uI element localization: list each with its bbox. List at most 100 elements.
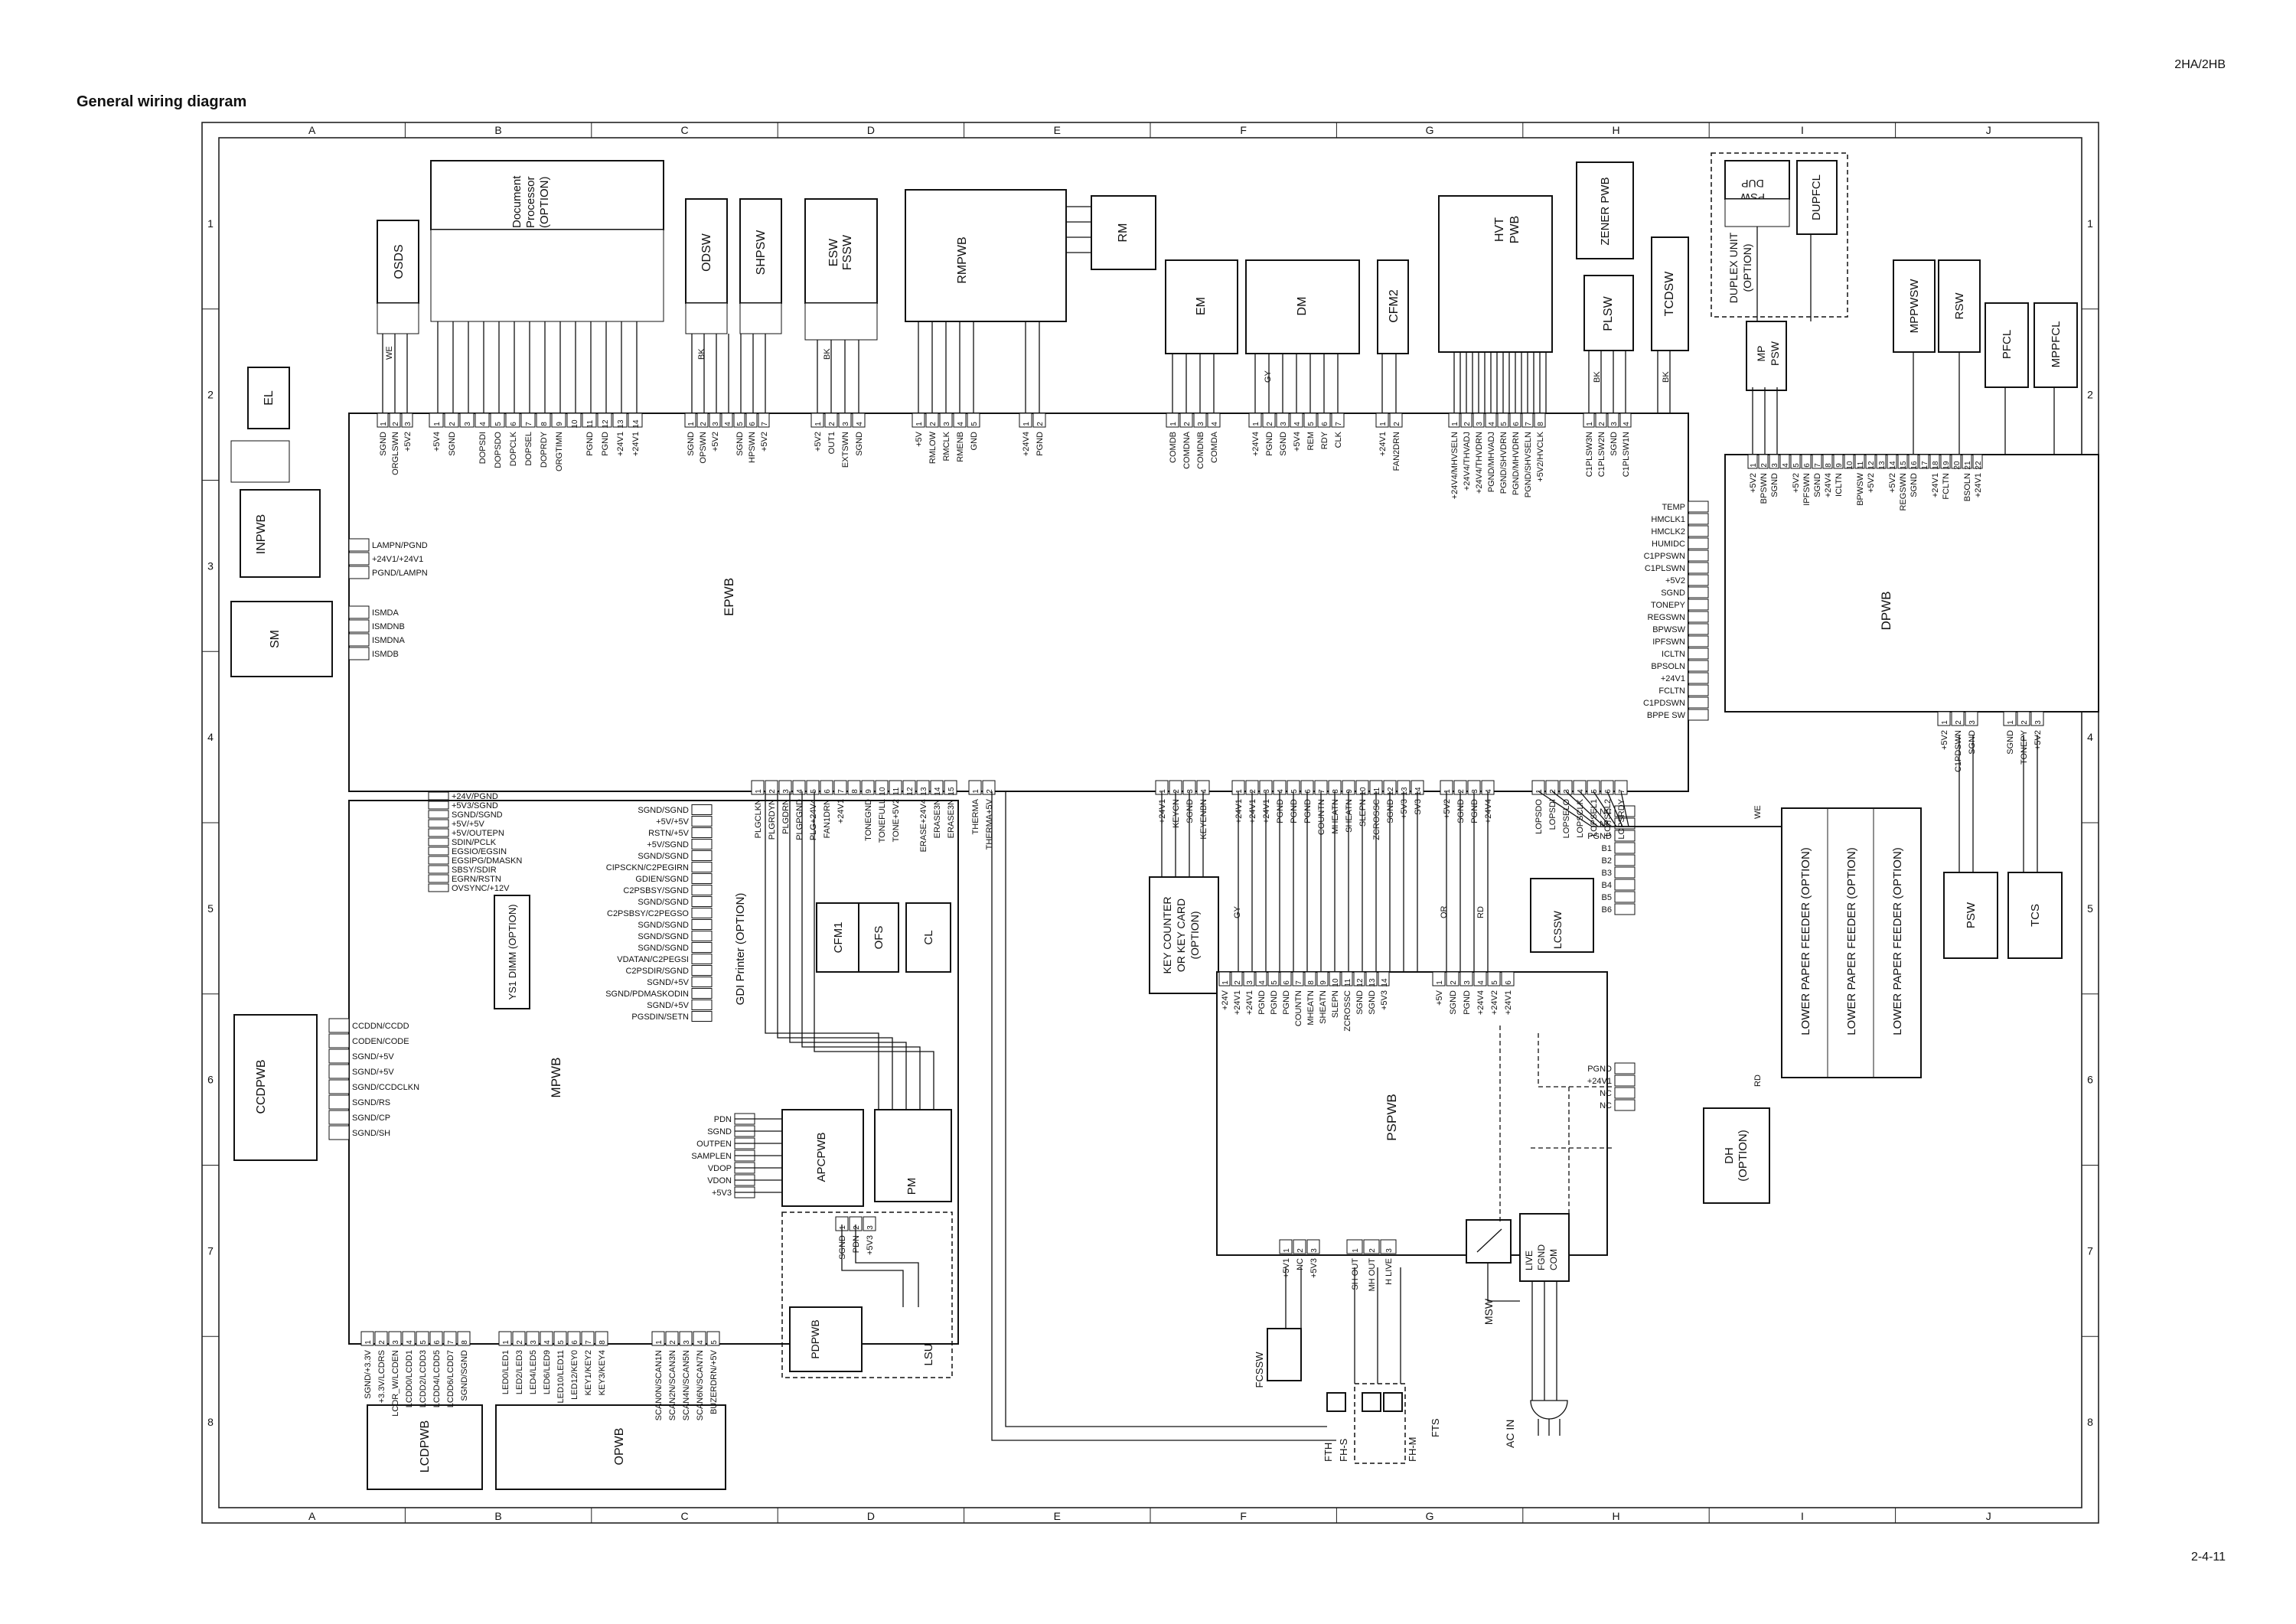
connector-pin xyxy=(443,1331,457,1346)
pin-number: 5 xyxy=(1290,789,1299,794)
pin-number: 2 xyxy=(1549,789,1557,794)
signal-label: B6 xyxy=(1602,905,1612,915)
dh-block: DH (OPTION) xyxy=(1703,1107,1770,1204)
pin-number: 3 xyxy=(404,422,413,426)
psw-block: PSW xyxy=(1943,872,1998,959)
signal-label: B3 xyxy=(1602,869,1612,878)
signal-label: LCDD2/LCDD3 xyxy=(419,1350,428,1407)
connector-pin xyxy=(1614,780,1628,795)
signal-label: VDON xyxy=(707,1176,732,1185)
dimm-label: YS1 DIMM (OPTION) xyxy=(507,905,518,1000)
pin-number: 1 xyxy=(1352,1248,1360,1253)
wire xyxy=(841,1225,904,1307)
lpf-label-1: LOWER PAPER FEEDER (OPTION) xyxy=(1799,847,1812,1035)
connector-pin xyxy=(1962,454,1972,469)
pin-number: 2 xyxy=(669,1340,677,1345)
signal-label: +24V1 xyxy=(1262,799,1271,823)
signal-label: SGND xyxy=(1661,589,1685,598)
signal-label: ICLTN xyxy=(1835,473,1844,497)
pin-number: 5 xyxy=(494,422,503,426)
grid-row-label: 5 xyxy=(207,902,214,915)
connector-pin xyxy=(930,780,944,795)
signal-label: SV3 xyxy=(1414,799,1423,815)
pdpwb-block: PDPWB xyxy=(789,1306,863,1372)
signal-label: SGND/SGND xyxy=(638,932,689,941)
signal-label: COUNTN xyxy=(1317,799,1326,835)
signal-label: SGND xyxy=(1355,990,1365,1015)
pin-number: 3 xyxy=(1280,422,1288,426)
signal-label: TONEGND xyxy=(864,799,873,841)
document-processor-block: Document Processor (OPTION) xyxy=(430,160,664,322)
connector-pin xyxy=(1243,971,1255,986)
pin-number: 2 xyxy=(828,422,837,426)
lsu-outline xyxy=(781,1211,953,1378)
pin-number: 9 xyxy=(1835,463,1844,468)
pin-number: 1 xyxy=(1535,789,1544,794)
pin-number: 2 xyxy=(1393,422,1401,426)
key-counter-label-3: (OPTION) xyxy=(1189,911,1201,960)
shpsw-label: SHPSW xyxy=(755,230,768,276)
signal-label: +24V4 xyxy=(1484,799,1493,823)
signal-label: DOPSEL xyxy=(524,432,533,466)
connector-pin xyxy=(745,413,758,428)
connector-pin xyxy=(1972,454,1983,469)
signal-label: +5V3 xyxy=(866,1235,875,1255)
connector-pin xyxy=(348,633,370,647)
connector-pin xyxy=(1353,971,1365,986)
signal-label: SGND xyxy=(1386,799,1395,823)
wire xyxy=(1620,791,1782,827)
signal-label: C1PLSW2N xyxy=(1597,432,1606,477)
pin-number: 4 xyxy=(1577,789,1585,794)
connector-pin xyxy=(1432,971,1446,986)
connector-pin xyxy=(889,780,902,795)
connector-pin xyxy=(1919,454,1929,469)
pin-number: 3 xyxy=(782,789,791,794)
dup-psw-label-1: DUP xyxy=(1741,178,1764,190)
signal-label: PLGCLKN xyxy=(754,799,763,838)
pin-number: 2 xyxy=(1457,789,1466,794)
connector-pin xyxy=(567,1331,581,1346)
signal-label: +24V2 xyxy=(1490,990,1499,1015)
signal-label: ISMDNB xyxy=(372,622,405,631)
rmpwb-block: RMPWB xyxy=(905,189,1067,322)
connector-pin xyxy=(1304,971,1316,986)
connector-pin xyxy=(1378,971,1390,986)
connector-pin xyxy=(1833,454,1844,469)
grid-column-label: F xyxy=(1240,1510,1247,1522)
signal-label: +24V4 xyxy=(1022,432,1031,456)
signal-label: OUT1 xyxy=(827,432,837,454)
pin-number: 7 xyxy=(1295,980,1303,985)
grid-row-label: 5 xyxy=(2087,902,2093,915)
signal-label: LOPSEL1 xyxy=(1590,799,1599,836)
signal-label: TONE+5V2 xyxy=(892,799,901,842)
inpwb-label: INPWB xyxy=(255,514,268,554)
signal-label: +5V4 xyxy=(1293,432,1302,452)
pin-number: 1 xyxy=(433,422,442,426)
pin-number: 3 xyxy=(1563,789,1571,794)
signal-label: PGND xyxy=(601,432,610,456)
pin-number: 6 xyxy=(433,1340,442,1345)
pin-number: 4 xyxy=(1211,422,1219,426)
signal-label: CODEN/CODE xyxy=(352,1037,409,1046)
signal-label: +24V1 xyxy=(1234,799,1244,823)
signal-label: SGND/+5V xyxy=(352,1052,394,1061)
signal-label: PLG+24V4 xyxy=(809,799,818,840)
wire xyxy=(1551,791,1782,827)
pin-number: 3 xyxy=(842,422,850,426)
connector-pin xyxy=(691,862,713,872)
pin-number: 5 xyxy=(970,422,979,426)
pin-number: 10 xyxy=(1332,978,1340,987)
connector-pin xyxy=(328,1033,350,1048)
signal-label: KEYENBN xyxy=(1199,799,1208,840)
signal-label: REGSWN xyxy=(1899,473,1908,511)
connector-pin xyxy=(429,413,444,428)
pin-number: 13 xyxy=(1878,461,1887,470)
opwb-block: OPWB xyxy=(495,1404,726,1490)
signal-label: OVSYNC/+12V xyxy=(452,884,510,893)
signal-label: HPSWN xyxy=(748,432,757,463)
pin-number: 6 xyxy=(1803,463,1812,468)
signal-label: PGND xyxy=(1303,799,1313,823)
connector-pin xyxy=(1614,854,1636,866)
connector-pin xyxy=(792,780,806,795)
signal-label: H LIVE xyxy=(1384,1258,1394,1285)
